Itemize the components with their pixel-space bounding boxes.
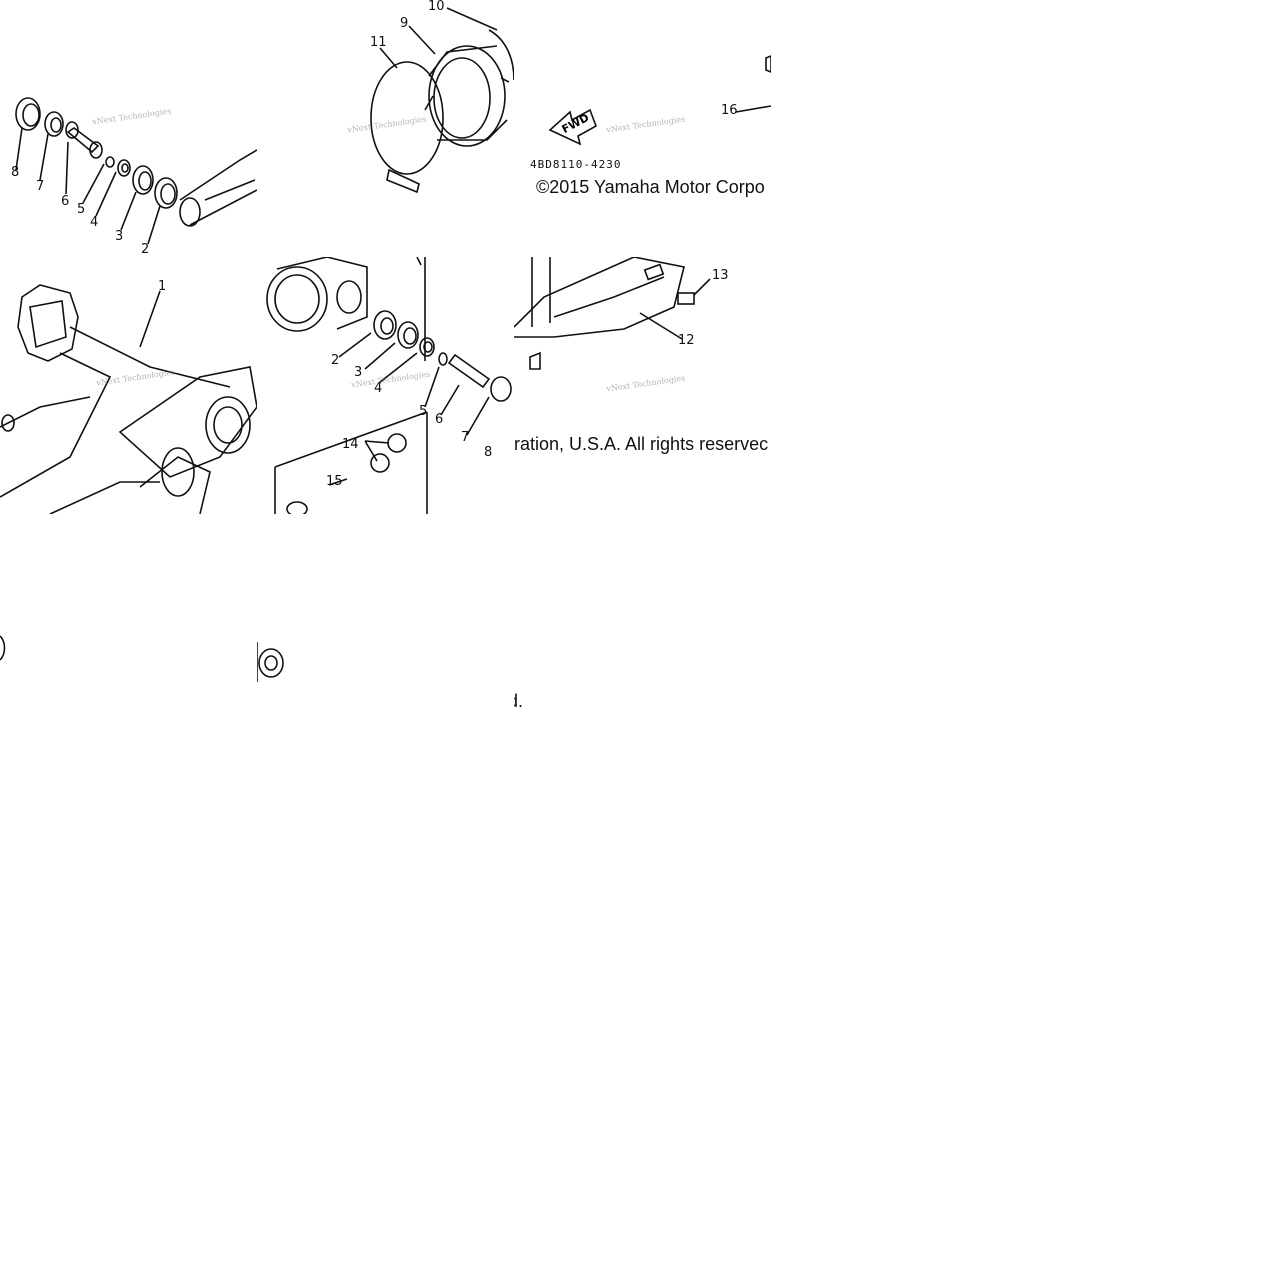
tile-top-right: FWD vNext Technologies 16 4BD8110-4230 ©… [514, 0, 771, 257]
mid-right-drawing [514, 257, 711, 370]
pad-13 [677, 292, 695, 305]
callout-5b: 5 [419, 404, 428, 419]
tile-top-left: vNext Technologies 8 7 6 5 4 3 2 [0, 0, 257, 257]
callout-10: 10 [428, 0, 445, 14]
copyright-part1: ©2015 Yamaha Motor Corpo [536, 177, 765, 197]
callout-6b: 6 [435, 412, 444, 427]
callout-16: 16 [721, 103, 738, 118]
callout-4b: 4 [374, 381, 383, 396]
bottom-left-drawing [0, 635, 6, 661]
callout-8b: 8 [484, 445, 493, 460]
top-left-drawing [15, 97, 257, 245]
bottom-center-drawing [257, 642, 284, 682]
top-middle-drawing [370, 7, 514, 194]
tile-bottom-center [257, 514, 514, 771]
callout-2: 2 [141, 242, 150, 257]
callout-6: 6 [61, 194, 70, 209]
callout-3: 3 [115, 229, 124, 244]
callout-8: 8 [11, 165, 20, 180]
callout-12: 12 [678, 333, 695, 348]
callout-11: 11 [370, 35, 387, 50]
top-right-drawing: FWD [548, 55, 771, 146]
callout-3b: 3 [354, 365, 363, 380]
callout-15: 15 [326, 474, 343, 489]
callout-5: 5 [77, 202, 86, 217]
part-code: 4BD8110-4230 [530, 158, 622, 171]
fwd-arrow-icon [548, 108, 597, 146]
callout-13: 13 [712, 268, 729, 283]
callout-14: 14 [342, 437, 359, 452]
mid-left-drawing [0, 284, 257, 514]
fwd-label: FWD [560, 111, 592, 136]
callout-7: 7 [36, 179, 45, 194]
copyright-part3: d. [514, 691, 524, 711]
tile-top-middle: vNext Technologies 11 9 10 [257, 0, 514, 257]
tile-center: vNext Technologies 2 3 4 5 6 7 8 14 15 [257, 257, 514, 514]
callout-9: 9 [400, 16, 409, 31]
callout-7b: 7 [461, 430, 470, 445]
callout-1: 1 [158, 279, 167, 294]
center-drawing [266, 257, 512, 514]
tile-mid-right: vNext Technologies 13 12 ration, U.S.A. … [514, 257, 771, 514]
callout-2b: 2 [331, 353, 340, 368]
tile-mid-left: vNext Technologies 1 [0, 257, 257, 514]
tile-bottom-left [0, 514, 257, 771]
tile-bottom-right: d. [514, 514, 771, 771]
callout-4: 4 [90, 215, 99, 230]
copyright-part2: ration, U.S.A. All rights reservec [514, 434, 769, 454]
